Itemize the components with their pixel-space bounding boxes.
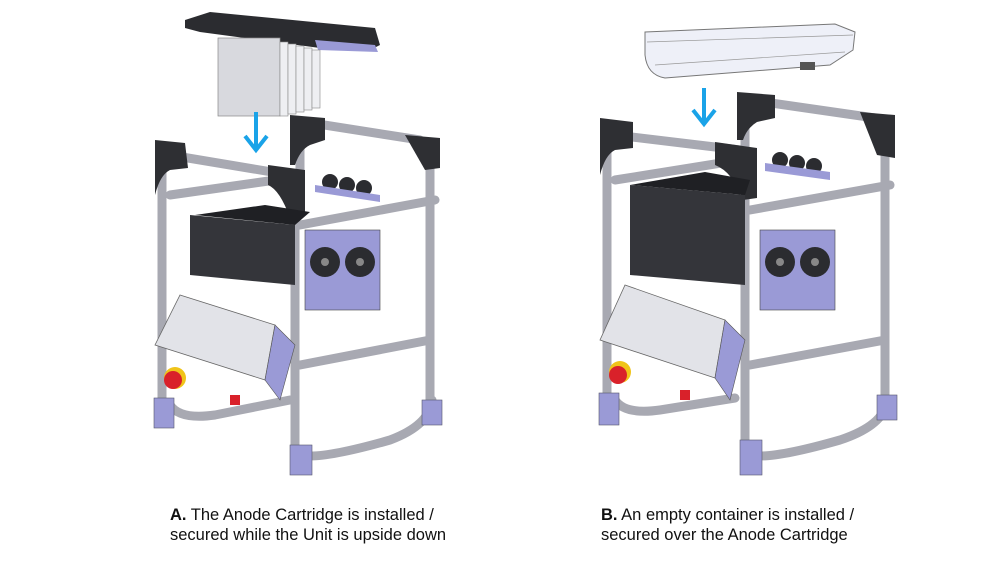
electronics-block: [190, 174, 381, 311]
caption-a-text: The Anode Cartridge is installed / secur…: [170, 506, 447, 544]
empty-container: [644, 23, 856, 79]
caption-b-text: An empty container is installed / secure…: [601, 506, 855, 544]
unit-illustration-a: [153, 12, 443, 476]
caption-b-label: B.: [601, 506, 618, 524]
caption-a-label: A.: [170, 506, 187, 524]
feet: [598, 392, 898, 476]
unit-illustration-b: [598, 23, 898, 476]
corner-caps: [155, 115, 440, 218]
control-panel: [599, 284, 746, 401]
caption-a: A. The Anode Cartridge is installed / se…: [170, 505, 460, 545]
figure-panel-b: [585, 0, 925, 500]
down-arrow-icon: [691, 88, 717, 128]
feet: [153, 397, 443, 476]
control-panel: [154, 294, 296, 405]
figure-panel-a: [140, 0, 470, 500]
electronics-block: [630, 152, 836, 311]
anode-cartridge: [185, 12, 380, 117]
caption-b: B. An empty container is installed / sec…: [601, 505, 891, 545]
down-arrow-icon: [243, 112, 269, 154]
